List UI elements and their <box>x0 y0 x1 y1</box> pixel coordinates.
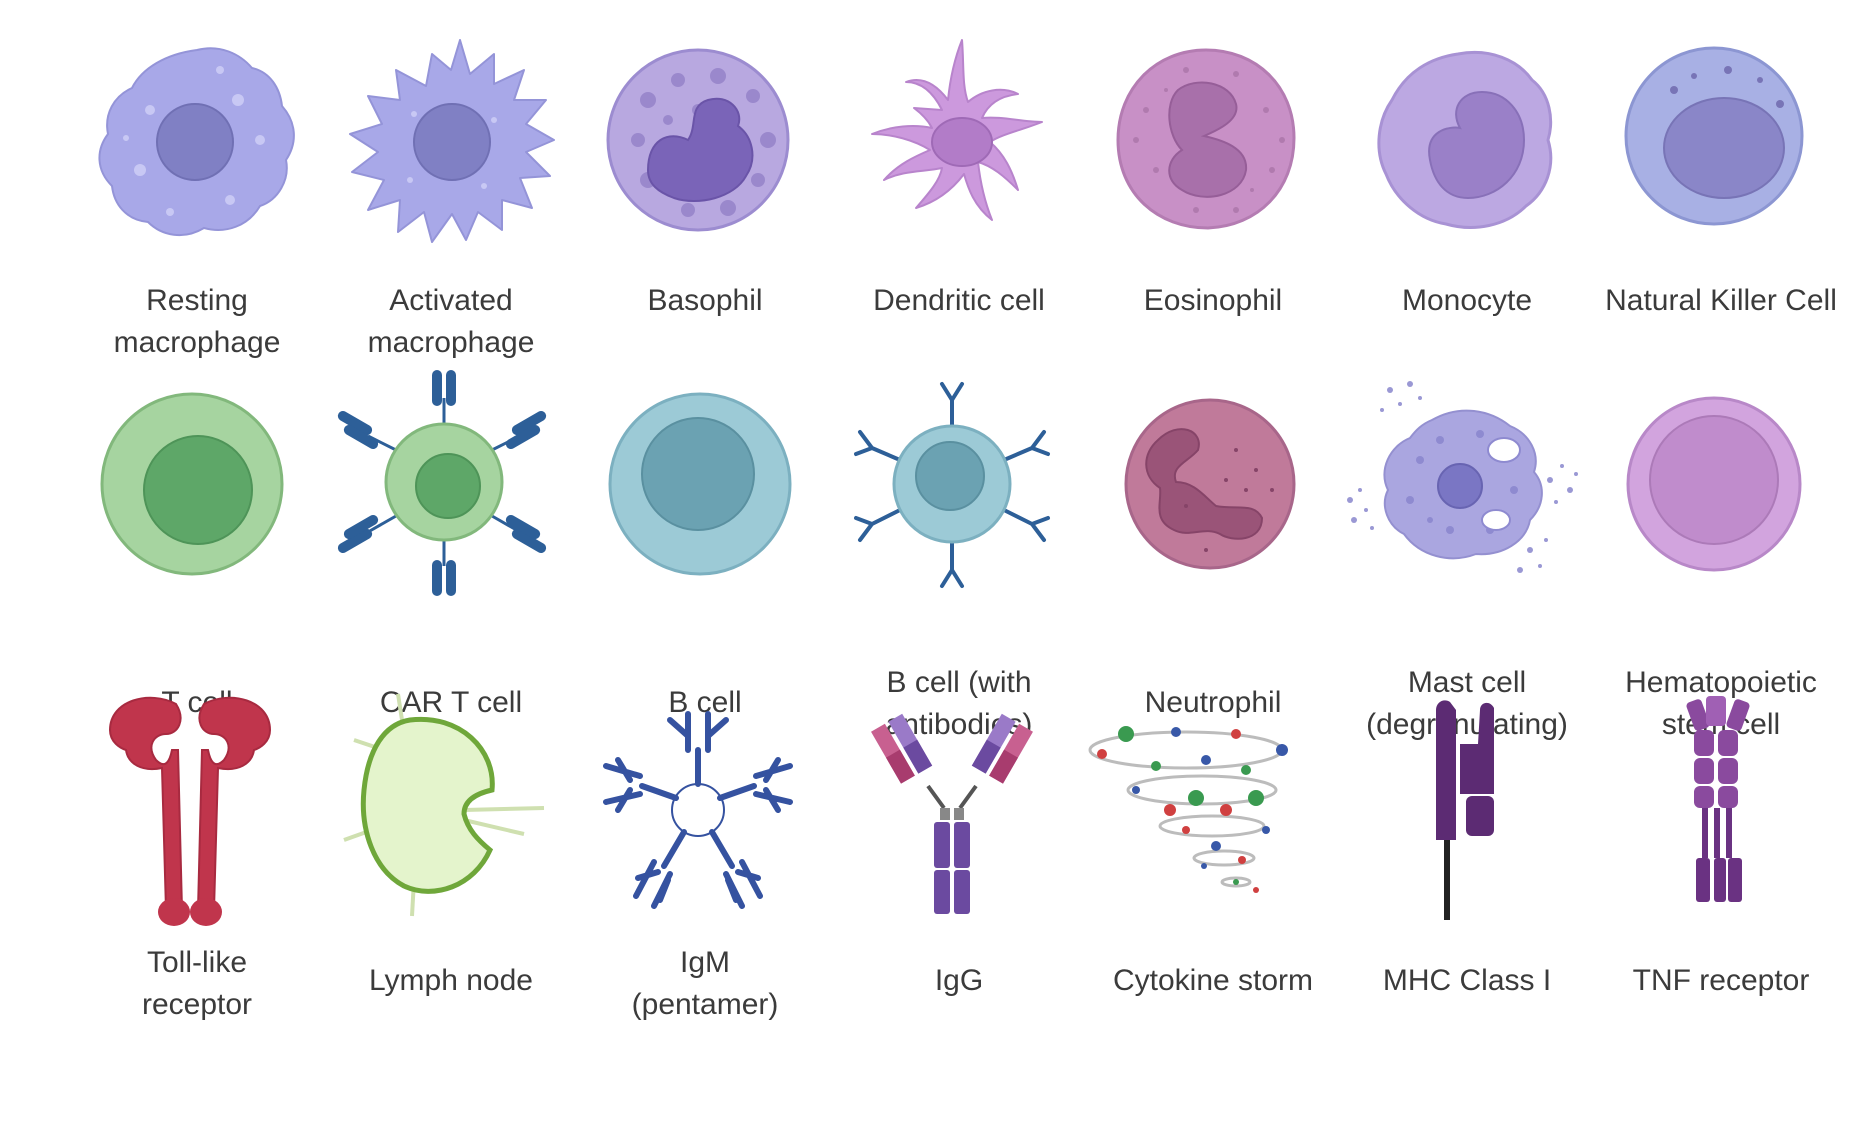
cell-label: TNF receptor <box>1632 964 1810 997</box>
mast-cell-icon <box>1340 370 1594 610</box>
cell-label: Eosinophil <box>1143 284 1283 317</box>
monocyte-icon <box>1340 30 1594 270</box>
t-cell-icon <box>70 370 324 610</box>
cytokine-storm-icon <box>1086 690 1340 930</box>
cell-label: Monocyte <box>1401 284 1533 317</box>
cell-label: Dendritic cell <box>873 284 1045 317</box>
b-cell-icon <box>578 370 832 610</box>
lymph-node-icon <box>324 690 578 930</box>
cell-label: Mast cell (degranulating) <box>1366 666 1568 741</box>
cell-label: Basophil <box>647 284 763 317</box>
cell-label: Neutrophil <box>1144 686 1282 719</box>
igg-antibody-icon <box>832 690 1086 930</box>
natural-killer-cell-icon <box>1594 30 1848 270</box>
hematopoietic-stem-cell-icon <box>1594 370 1848 610</box>
cell-label: Toll-like receptor <box>141 946 253 1021</box>
cell-label: CAR T cell <box>379 686 523 719</box>
cell-label: Cytokine storm <box>1112 964 1314 997</box>
tnf-receptor-icon <box>1594 690 1848 930</box>
cell-label: MHC Class I <box>1382 964 1552 997</box>
cell-label: Natural Killer Cell <box>1605 284 1837 317</box>
neutrophil-icon <box>1086 370 1340 610</box>
b-cell-with-antibodies-icon <box>832 370 1086 610</box>
activated-macrophage-icon <box>324 30 578 270</box>
cell-label: IgM (pentamer) <box>631 946 779 1021</box>
cell-label: Resting macrophage <box>113 284 281 359</box>
igm-pentamer-icon <box>578 690 832 930</box>
cell-label: B cell <box>668 686 742 719</box>
resting-macrophage-icon <box>70 30 324 270</box>
toll-like-receptor-icon <box>70 690 324 930</box>
dendritic-cell-icon <box>832 30 1086 270</box>
cell-label: IgG <box>934 964 984 997</box>
eosinophil-icon <box>1086 30 1340 270</box>
cell-label: Hematopoietic stem cell <box>1625 666 1817 741</box>
car-t-cell-icon <box>324 370 578 610</box>
immune-cell-figure: Resting macrophage Activated macrophage <box>70 30 1850 1140</box>
cell-label: Lymph node <box>368 964 533 997</box>
basophil-icon <box>578 30 832 270</box>
cell-label: Activated macrophage <box>367 284 535 359</box>
mhc-class-i-icon <box>1340 690 1594 930</box>
